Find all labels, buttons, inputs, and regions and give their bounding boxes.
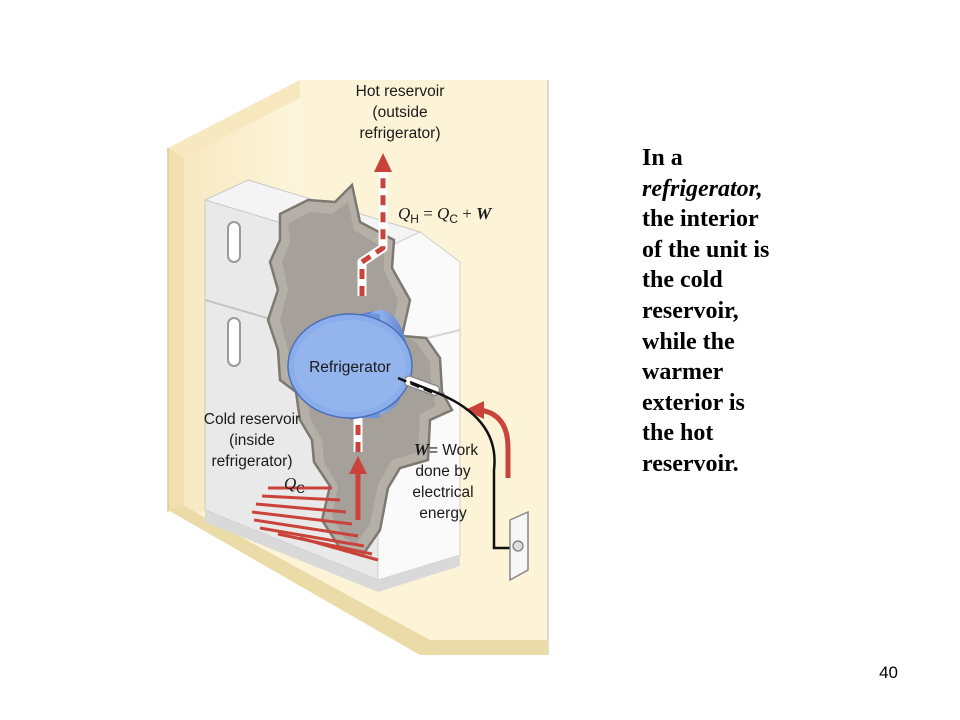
refrigerator-unit-label: Refrigerator xyxy=(309,359,391,376)
svg-text:refrigerator): refrigerator) xyxy=(212,453,293,470)
door-handle-bottom xyxy=(227,317,241,367)
svg-text:refrigerator): refrigerator) xyxy=(360,125,441,142)
svg-text:(inside: (inside xyxy=(229,432,275,449)
caption-line: the hot xyxy=(642,420,714,447)
caption-line: reservoir, xyxy=(642,297,739,324)
work-label: W= Work done by electrical energy xyxy=(412,440,478,522)
power-cord xyxy=(397,375,520,550)
qc-label: QC xyxy=(284,474,305,496)
caption-line: the cold xyxy=(642,267,723,294)
heat-equation: QH = QC + W xyxy=(398,204,493,226)
svg-text:Hot reservoir: Hot reservoir xyxy=(356,83,445,100)
svg-text:energy: energy xyxy=(419,505,467,522)
wall-outlet xyxy=(509,510,529,582)
work-arrow xyxy=(465,401,511,478)
page-number: 40 xyxy=(879,663,898,682)
cold-reservoir-label: Cold reservoir (inside refrigerator) xyxy=(204,411,300,470)
cold-reservoir-arrow xyxy=(349,418,367,520)
cold-coils xyxy=(251,486,379,562)
caption-line: refrigerator, xyxy=(642,175,763,202)
caption-line: while the xyxy=(642,328,735,355)
svg-text:Cold reservoir: Cold reservoir xyxy=(204,411,300,428)
caption-line: of the unit is xyxy=(642,236,770,263)
refrigerator-unit: Refrigerator xyxy=(287,310,413,420)
svg-text:(outside: (outside xyxy=(372,104,427,121)
caption-text: In a refrigerator, the interior of the u… xyxy=(642,143,822,480)
caption-line: exterior is xyxy=(642,389,745,416)
hot-reservoir-label: Hot reservoir (outside refrigerator) xyxy=(356,83,445,142)
caption-line: warmer xyxy=(642,359,724,386)
svg-text:electrical: electrical xyxy=(412,484,473,501)
caption-line: reservoir. xyxy=(642,450,739,477)
door-handle-top xyxy=(227,221,241,263)
svg-text:done by: done by xyxy=(415,463,470,480)
caption-line: the interior xyxy=(642,206,759,233)
caption-line: In a xyxy=(642,145,683,171)
hot-reservoir-arrow xyxy=(357,153,392,296)
svg-text:W= Work: W= Work xyxy=(414,440,479,459)
